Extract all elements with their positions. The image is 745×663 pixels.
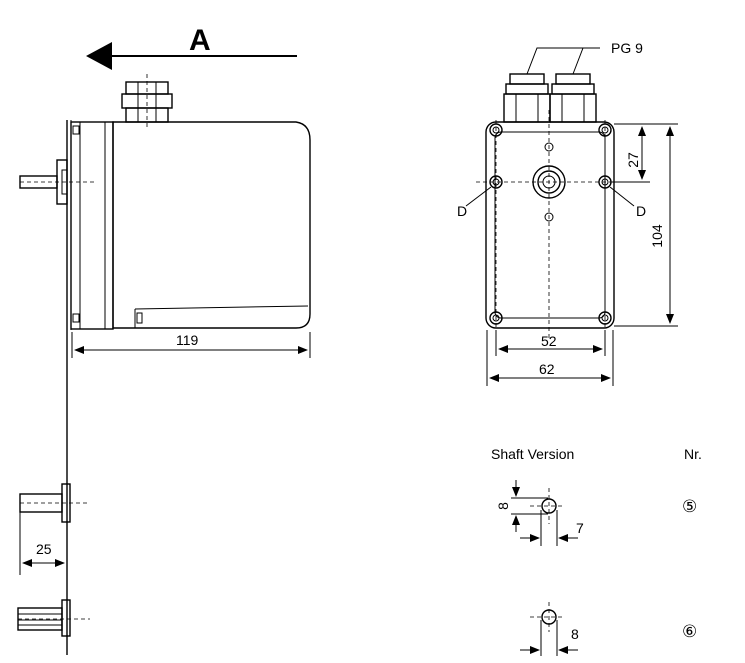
row2-nr: ⑥ — [682, 622, 697, 641]
row1-nr: ⑤ — [682, 497, 697, 516]
side-view — [19, 74, 311, 655]
hole-label-left: D — [457, 203, 467, 219]
hole-label-right: D — [636, 203, 646, 219]
table-header-nr: Nr. — [684, 446, 702, 462]
view-label-a: A — [189, 24, 211, 57]
dim-119: 119 — [176, 332, 199, 348]
shaft-version-6-drawing — [520, 602, 578, 656]
dim-52: 52 — [541, 333, 557, 349]
shaft-version-5-drawing — [511, 480, 578, 546]
table-header-shaft-version: Shaft Version — [491, 446, 574, 462]
dim-25: 25 — [36, 541, 52, 557]
view-arrow-a — [86, 42, 297, 70]
pg9-label: PG 9 — [611, 40, 643, 56]
dim-shaft6-8: 8 — [571, 626, 579, 642]
shaft-variants-side — [17, 483, 90, 637]
dim-shaft5-7: 7 — [576, 520, 584, 536]
dim-27: 27 — [625, 152, 641, 168]
front-view — [465, 47, 678, 386]
dim-104: 104 — [649, 224, 665, 248]
dim-62: 62 — [539, 361, 555, 377]
dim-shaft5-8: 8 — [495, 502, 511, 510]
